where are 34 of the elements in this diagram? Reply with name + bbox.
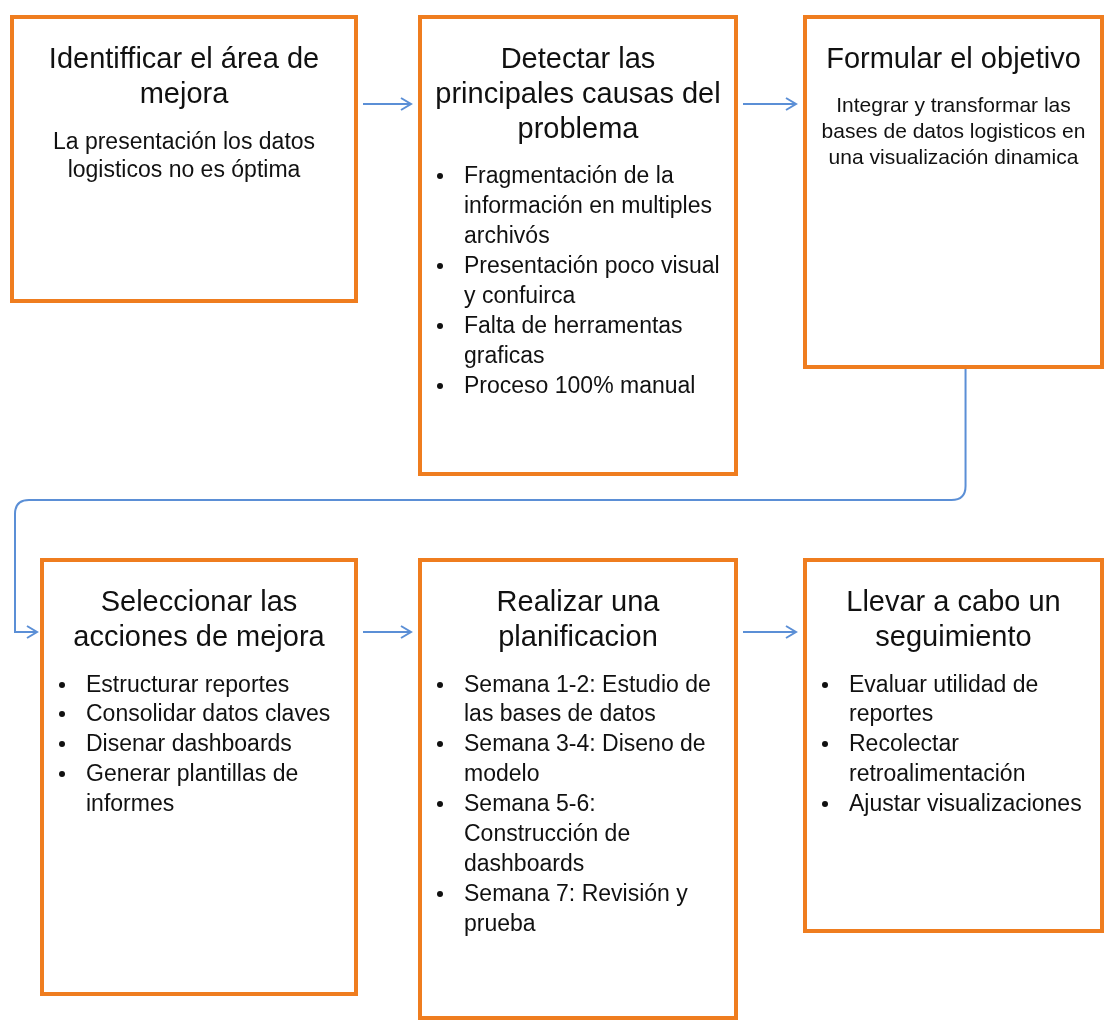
bullet-item: Semana 7: Revisión y prueba <box>464 878 689 938</box>
bullet-item: Consolidar datos claves <box>86 699 332 729</box>
process-box <box>40 558 358 996</box>
arrow <box>362 625 412 639</box>
bullet-item: Disenar dashboards <box>86 729 293 759</box>
arrow <box>14 368 967 639</box>
process-box <box>418 15 738 476</box>
bullet-item: Estructurar reportes <box>86 669 291 699</box>
process-box <box>803 15 1104 369</box>
bullet-item: Semana 5-6: Construcción de dashboards <box>464 789 632 878</box>
bullet-item: Ajustar visualizaciones <box>849 789 1083 819</box>
arrow <box>362 97 412 111</box>
bullet-item: Proceso 100% manual <box>464 370 697 400</box>
bullet-item: Falta de herramentas graficas <box>464 310 684 370</box>
step-title: Identifficar el área de mejora <box>47 41 321 111</box>
bullet-item: Semana 3-4: Diseno de modelo <box>464 729 707 789</box>
bullet-item: Fragmentación de la información en multiples archivós <box>464 161 713 251</box>
bullet-item: Recolectar retroalimentación <box>849 729 1027 789</box>
process-box <box>803 558 1104 933</box>
process-box <box>10 15 358 303</box>
bullet-item: Presentación poco visual y confuirca <box>464 251 721 310</box>
step-description: Integrar y transformar las bases de datos logisticos en una visualización dinamica <box>820 91 1087 171</box>
step-title: Detectar las principales causas del problema <box>434 41 722 146</box>
step-title: Seleccionar las acciones de mejora <box>72 584 326 654</box>
step-description: La presentación los datos logisticos no es óptima <box>51 126 317 185</box>
bullet-item: Generar plantillas de informes <box>86 759 300 819</box>
bullet-item: Evaluar utilidad de reportes <box>849 669 1040 729</box>
arrow <box>742 625 797 639</box>
bullet-item: Semana 1-2: Estudio de las bases de datos <box>464 669 712 729</box>
step-title: Formular el objetivo <box>825 41 1082 76</box>
arrow <box>742 97 797 111</box>
step-title: Llevar a cabo un seguimiento <box>845 584 1062 654</box>
step-title: Realizar una planificacion <box>495 584 661 654</box>
process-box <box>418 558 738 1020</box>
